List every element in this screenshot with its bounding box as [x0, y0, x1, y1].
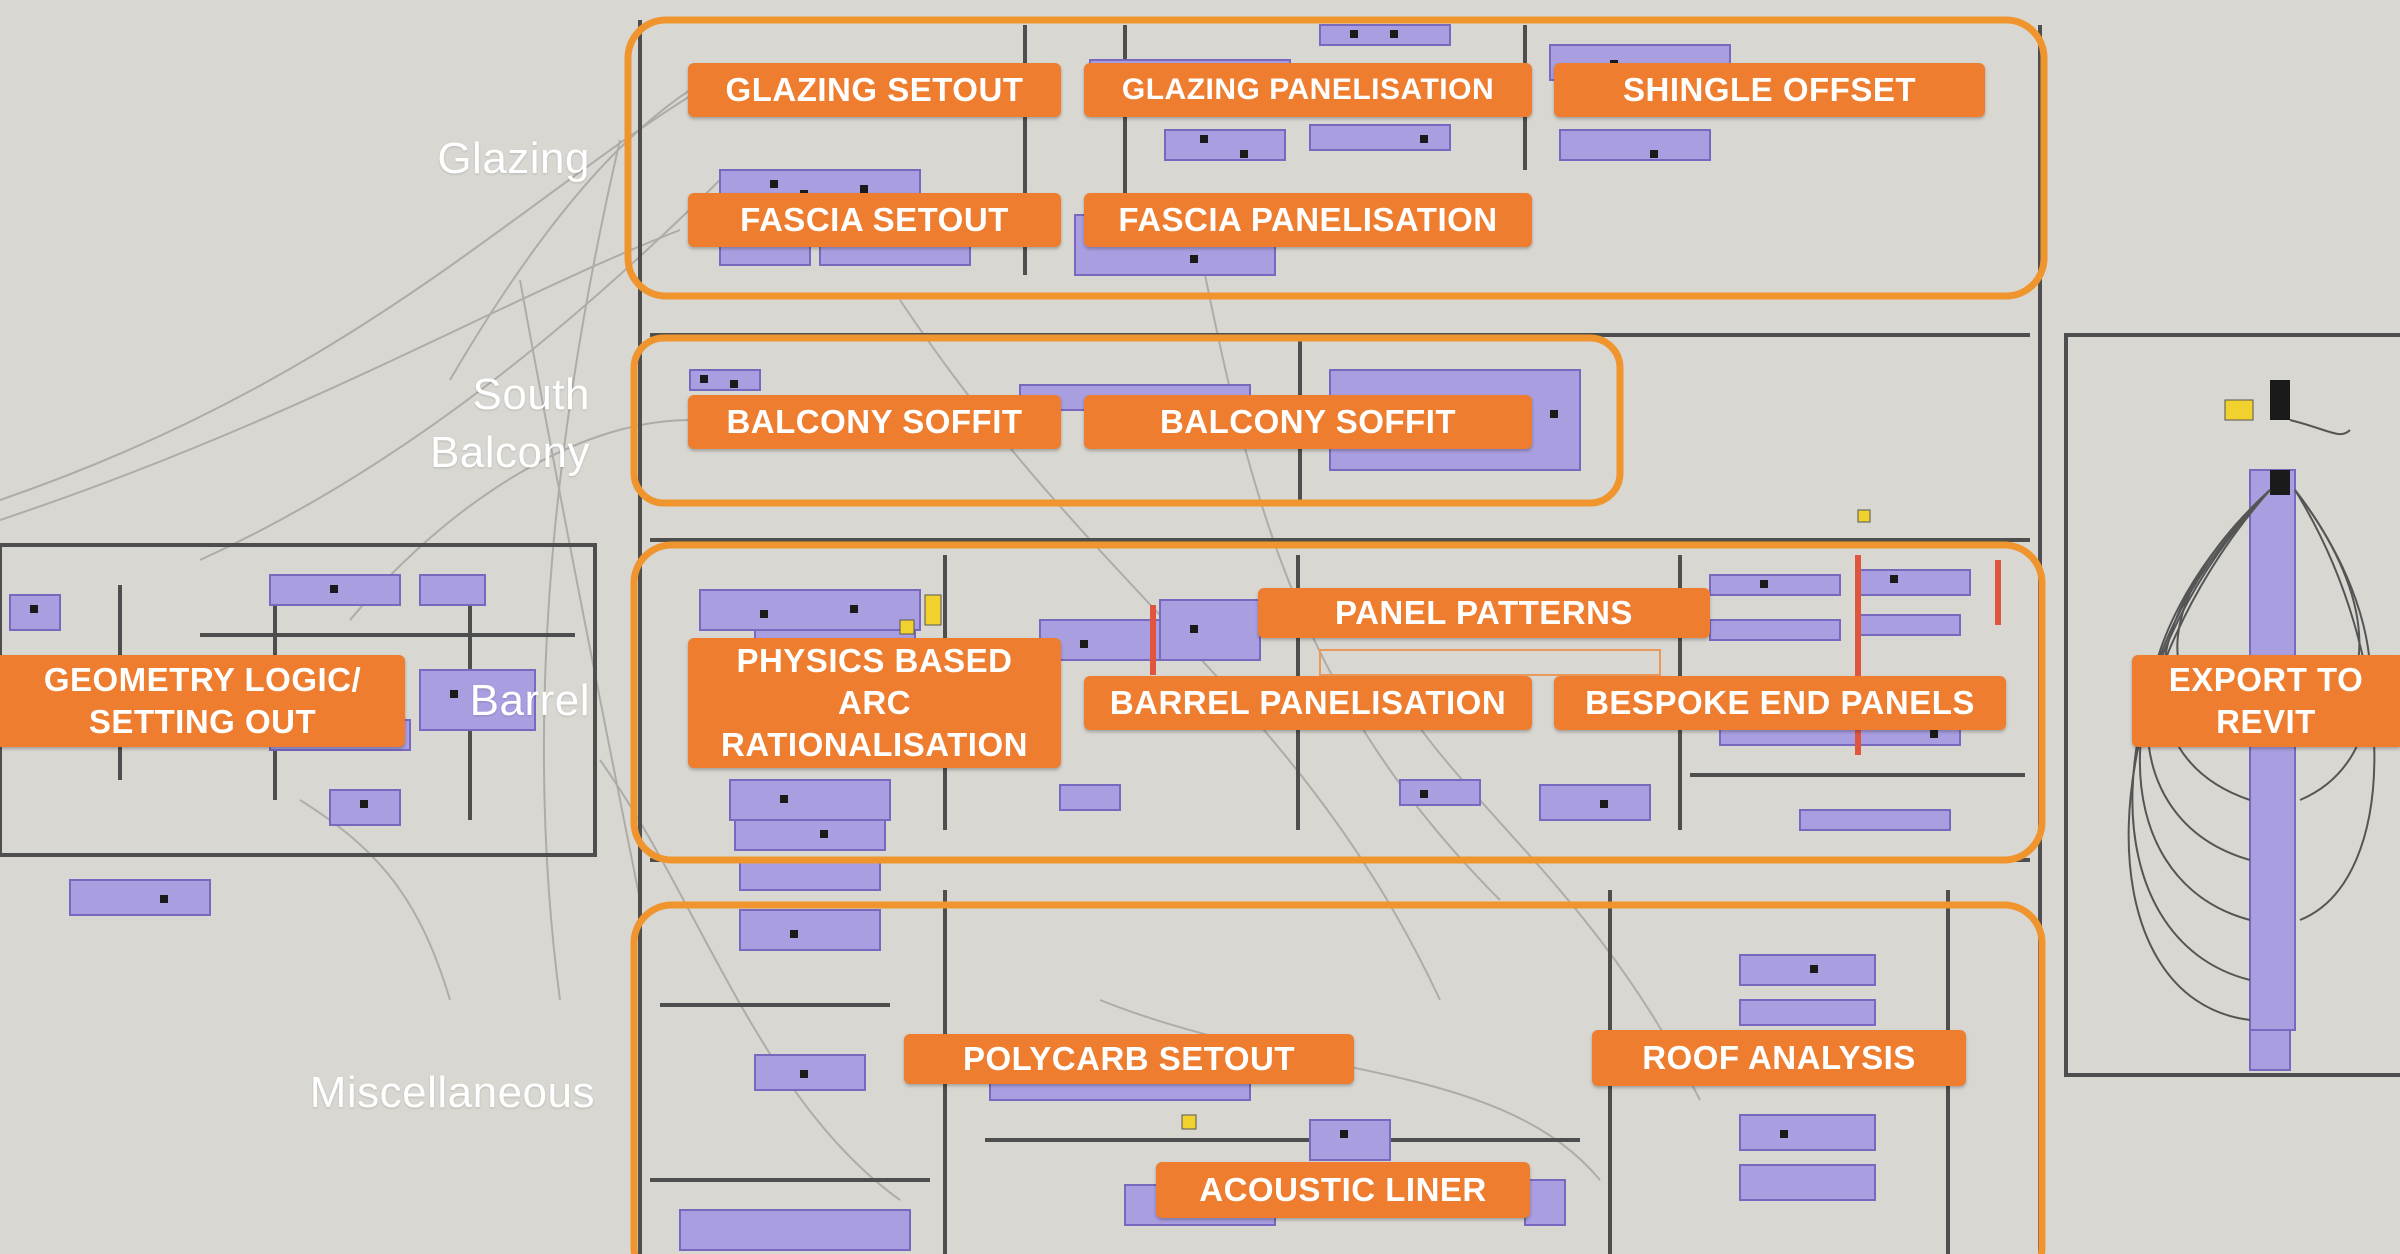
tag-balcony-soffit-1[interactable]: BALCONY SOFFIT — [688, 395, 1061, 449]
group-label-glazing: Glazing — [437, 134, 590, 183]
group-label-barrel: Barrel — [469, 676, 590, 725]
tag-export-to-revit[interactable]: EXPORT TO REVIT — [2132, 655, 2400, 747]
tag-glazing-setout[interactable]: GLAZING SETOUT — [688, 63, 1061, 117]
group-label-balcony: Balcony — [429, 428, 590, 477]
tag-fascia-panelisation[interactable]: FASCIA PANELISATION — [1084, 193, 1532, 247]
group-label-miscellaneous: Miscellaneous — [309, 1068, 595, 1117]
miscellaneous-group-outline — [630, 901, 2046, 1254]
south-balcony-group-outline — [630, 334, 1624, 507]
barrel-group-outline — [630, 541, 2046, 864]
tag-balcony-soffit-2[interactable]: BALCONY SOFFIT — [1084, 395, 1532, 449]
geometry-group-frame — [0, 543, 597, 857]
parameter-markers — [899, 399, 2254, 1130]
tag-shingle-offset[interactable]: SHINGLE OFFSET — [1554, 63, 1985, 117]
tag-roof-analysis[interactable]: ROOF ANALYSIS — [1592, 1030, 1966, 1086]
tag-panel-patterns[interactable]: PANEL PATTERNS — [1258, 588, 1710, 638]
tag-fascia-setout[interactable]: FASCIA SETOUT — [688, 193, 1061, 247]
group-label-south: South — [472, 370, 590, 419]
tag-acoustic-liner[interactable]: ACOUSTIC LINER — [1156, 1162, 1530, 1218]
tag-physics-based-arc-rationalisation[interactable]: PHYSICS BASED ARC RATIONALISATION — [688, 638, 1061, 768]
tag-bespoke-end-panels[interactable]: BESPOKE END PANELS — [1554, 676, 2006, 730]
tag-glazing-panelisation[interactable]: GLAZING PANELISATION — [1084, 63, 1532, 117]
tag-barrel-panelisation[interactable]: BARREL PANELISATION — [1084, 676, 1532, 730]
group-outlines — [624, 16, 2048, 1254]
tag-polycarb-setout[interactable]: POLYCARB SETOUT — [904, 1034, 1354, 1084]
glazing-group-outline — [624, 16, 2048, 300]
export-group-frame — [2064, 333, 2400, 1077]
tag-geometry-logic-setting-out[interactable]: GEOMETRY LOGIC/ SETTING OUT — [0, 655, 405, 747]
